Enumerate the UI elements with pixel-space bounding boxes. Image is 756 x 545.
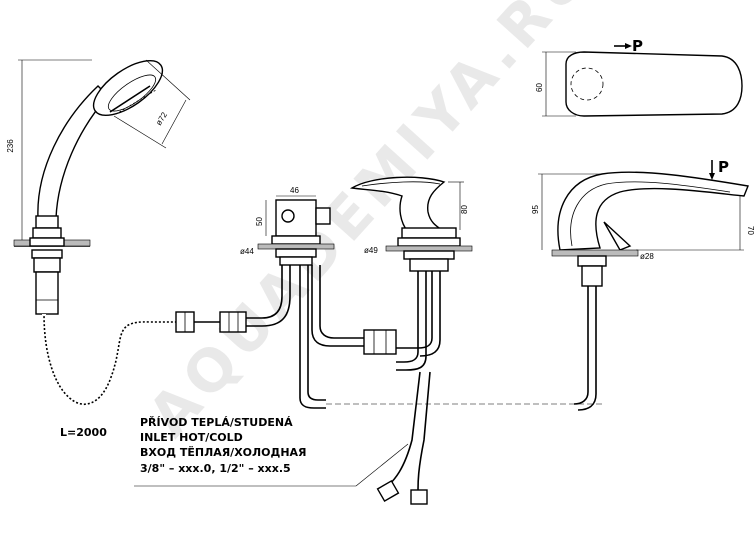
note-line-sizes: 3/8" – xxx.0, 1/2" – xxx.5 xyxy=(140,462,291,475)
hand-shower: 236 ø72 xyxy=(6,59,191,315)
dim-height-diverter: 50 xyxy=(255,217,264,226)
note-line-cz: PŘÍVOD TEPLÁ/STUDENÁ xyxy=(140,416,293,429)
inlet-note: PŘÍVOD TEPLÁ/STUDENÁ INLET HOT/COLD ВХОД… xyxy=(134,416,409,487)
dim-height-spout: 95 xyxy=(531,205,540,214)
dim-width-diverter: 46 xyxy=(290,186,299,195)
section-label-p-top: P xyxy=(632,37,643,55)
section-label-p-side: P xyxy=(718,158,729,176)
spout-top-view: 60 P xyxy=(535,37,743,117)
dim-mixer-hole: ø49 xyxy=(364,246,378,255)
mixer-tap: 80 ø49 xyxy=(349,176,473,505)
spout-side-view: 95 70 ø28 P xyxy=(531,158,755,411)
dim-head-diameter: ø72 xyxy=(154,110,169,127)
note-line-ru: ВХОД ТЁПЛАЯ/ХОЛОДНАЯ xyxy=(140,445,307,459)
dim-spout-outlet: 70 xyxy=(746,226,755,235)
dim-height-shower: 236 xyxy=(6,139,15,153)
dim-diverter-hole: ø44 xyxy=(240,247,254,256)
dim-height-mixer: 80 xyxy=(460,205,469,214)
diverter-valve: 46 50 ø44 xyxy=(240,186,604,409)
watermark: AQUADEMIYA.RU xyxy=(135,0,604,449)
shower-hose: L=2000 xyxy=(42,262,291,439)
note-line-en: INLET HOT/COLD xyxy=(140,431,243,444)
dim-spout-hole: ø28 xyxy=(640,252,654,261)
hose-length-label: L=2000 xyxy=(60,426,107,439)
dim-width-spout: 60 xyxy=(535,83,544,92)
